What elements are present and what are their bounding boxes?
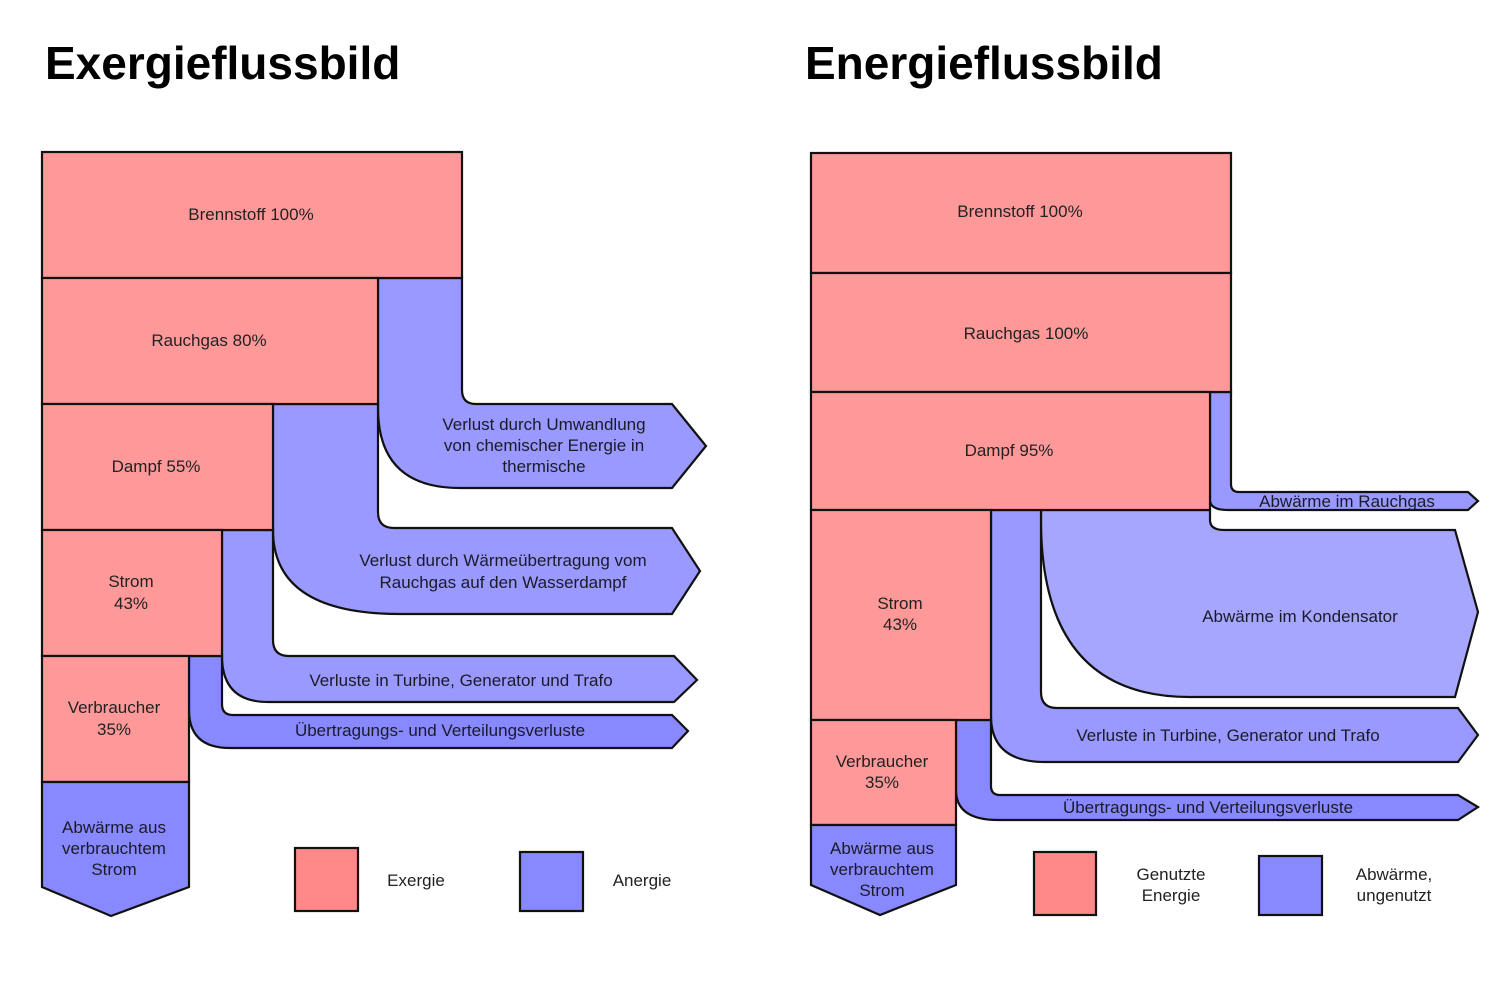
label-abwaerme-1-right: Abwärme aus — [830, 839, 934, 858]
legend-swatch-exergie — [293, 846, 360, 913]
exergy-diagram-title: Exergieflussbild — [45, 37, 401, 89]
node-strom — [40, 528, 224, 658]
node-brennstoff — [40, 150, 464, 280]
loss-arrow-turbine — [220, 528, 699, 704]
energy-diagram-title: Energieflussbild — [805, 37, 1163, 89]
node-abwaerme-verbraucht — [40, 780, 191, 918]
label-loss-conversion-3: thermische — [502, 457, 585, 476]
energy-flow-diagram: Brennstoff 100% Rauchgas 100% Dampf 95% … — [809, 151, 1481, 917]
label-abwaerme-2: verbrauchtem — [62, 839, 166, 858]
label-loss-condenser: Abwärme im Kondensator — [1202, 607, 1398, 626]
legend-label-anergie: Anergie — [613, 871, 672, 890]
label-loss-conversion-1: Verlust durch Umwandlung — [442, 415, 645, 434]
label-abwaerme-3: Strom — [91, 860, 136, 879]
legend-label-abwaerme-1: Abwärme, — [1356, 865, 1433, 884]
label-strom-value-right: 43% — [883, 615, 917, 634]
node-verbraucher-right — [809, 718, 958, 827]
label-strom: Strom — [108, 572, 153, 591]
label-loss-conversion-2: von chemischer Energie in — [444, 436, 644, 455]
loss-arrow-flue-gas — [1208, 390, 1480, 512]
loss-arrow-transmission-right — [954, 718, 1481, 822]
legend-swatch-anergie — [518, 850, 585, 913]
label-strom-value: 43% — [114, 594, 148, 613]
label-loss-heat-1: Verlust durch Wärmeübertragung vom — [359, 551, 646, 570]
label-loss-flue-gas: Abwärme im Rauchgas — [1259, 492, 1435, 511]
label-rauchgas-right: Rauchgas 100% — [964, 324, 1089, 343]
exergy-flow-diagram: Brennstoff 100% Rauchgas 80% Dampf 55% S… — [40, 150, 708, 918]
label-abwaerme-2-right: verbrauchtem — [830, 860, 934, 879]
label-dampf-right: Dampf 95% — [965, 441, 1054, 460]
label-abwaerme-1: Abwärme aus — [62, 818, 166, 837]
node-brennstoff-right — [809, 151, 1233, 275]
node-rauchgas — [40, 276, 380, 406]
node-strom-right — [809, 508, 993, 722]
label-verbraucher: Verbraucher — [68, 698, 161, 717]
label-loss-heat-2: Rauchgas auf den Wasserdampf — [380, 573, 627, 592]
label-verbraucher-right: Verbraucher — [836, 752, 929, 771]
loss-arrow-transmission — [187, 654, 690, 750]
label-brennstoff: Brennstoff 100% — [188, 205, 313, 224]
label-rauchgas: Rauchgas 80% — [151, 331, 266, 350]
legend-label-abwaerme-2: ungenutzt — [1357, 886, 1432, 905]
loss-arrow-turbine-right — [989, 508, 1480, 764]
legend-label-exergie: Exergie — [387, 871, 445, 890]
node-dampf — [40, 402, 275, 532]
label-dampf: Dampf 55% — [112, 457, 201, 476]
label-loss-transmission-right: Übertragungs- und Verteilungsverluste — [1063, 798, 1353, 817]
loss-arrow-heat-transfer — [271, 402, 702, 616]
node-abwaerme-verbraucht-right — [809, 823, 958, 917]
node-rauchgas-right — [809, 271, 1233, 394]
legend-label-genutzt-1: Genutzte — [1137, 865, 1206, 884]
label-verbraucher-value: 35% — [97, 720, 131, 739]
legend-swatch-abwaerme — [1257, 854, 1324, 917]
legend-label-genutzt-2: Energie — [1142, 886, 1201, 905]
label-strom-right: Strom — [877, 594, 922, 613]
node-verbraucher — [40, 654, 191, 784]
loss-arrow-condenser — [1039, 508, 1480, 699]
label-loss-transmission: Übertragungs- und Verteilungsverluste — [295, 721, 585, 740]
label-abwaerme-3-right: Strom — [859, 881, 904, 900]
label-loss-turbine: Verluste in Turbine, Generator und Trafo — [309, 671, 612, 690]
node-dampf-right — [809, 390, 1212, 512]
label-verbraucher-value-right: 35% — [865, 773, 899, 792]
loss-arrow-conversion — [376, 276, 708, 490]
label-brennstoff-right: Brennstoff 100% — [957, 202, 1082, 221]
label-loss-turbine-right: Verluste in Turbine, Generator und Trafo — [1076, 726, 1379, 745]
legend-swatch-genutzt — [1032, 850, 1098, 917]
